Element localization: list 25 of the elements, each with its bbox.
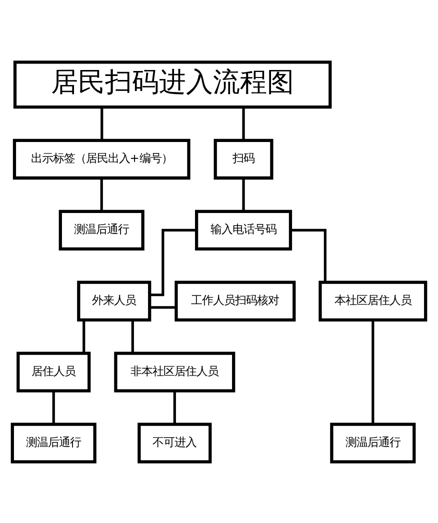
node-box: 输入电话号码 xyxy=(195,209,292,250)
node-box: 出示标签（居民出入+编号） xyxy=(12,138,190,180)
connector xyxy=(290,228,326,282)
node-box: 工作人员扫码核对 xyxy=(174,280,296,321)
node-box: 本社区居住人员 xyxy=(318,280,428,321)
connector xyxy=(52,390,55,424)
node-box: 外来人员 xyxy=(77,280,152,321)
connector xyxy=(242,178,245,211)
connector xyxy=(150,306,176,308)
connector xyxy=(100,106,104,140)
node-box: 居民扫码进入流程图 xyxy=(13,60,332,108)
connector xyxy=(173,390,176,424)
node-box: 扫码 xyxy=(214,138,274,180)
node-box: 测温后通行 xyxy=(58,209,144,250)
node-box: 测温后通行 xyxy=(330,422,416,463)
connector xyxy=(242,106,245,140)
connector xyxy=(131,320,134,353)
node-box: 居住人员 xyxy=(16,351,91,392)
node-box: 不可进入 xyxy=(138,422,212,463)
node-box: 非本社区居住人员 xyxy=(114,351,236,392)
node-box: 测温后通行 xyxy=(10,422,96,463)
connector xyxy=(100,178,103,211)
connector xyxy=(372,319,374,424)
connector xyxy=(82,320,86,353)
connector xyxy=(150,228,196,296)
